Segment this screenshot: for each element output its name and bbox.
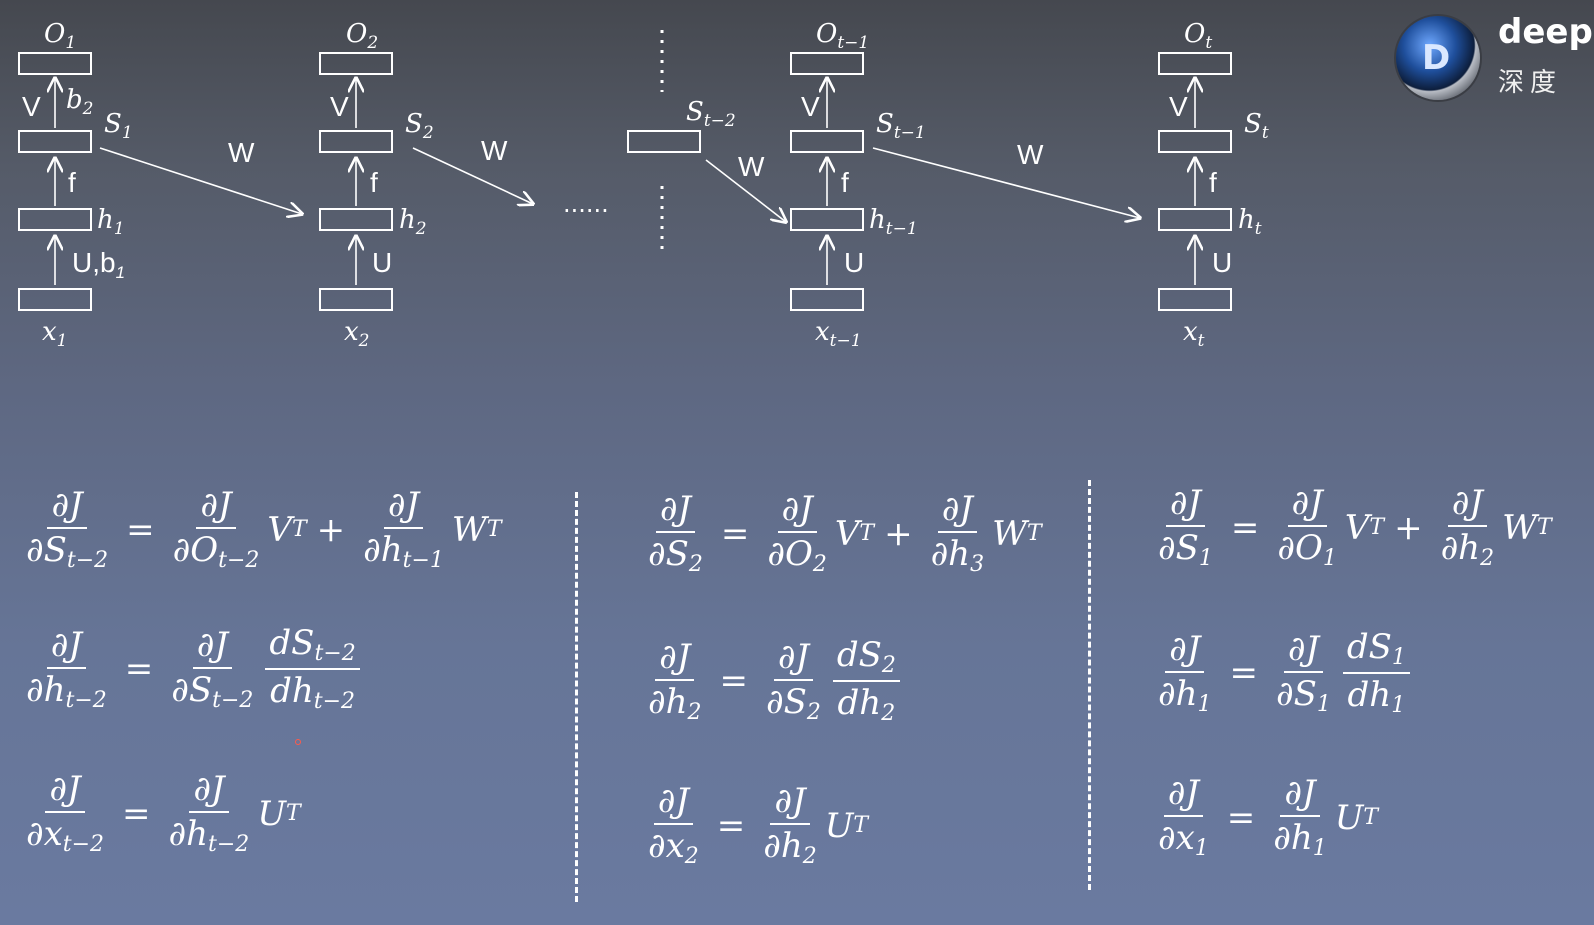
h-t-box	[1158, 208, 1232, 231]
h-t-1-label: ht−1	[869, 205, 918, 239]
o1-box	[18, 52, 92, 75]
s-t-1-label: St−1	[876, 109, 926, 143]
s2-box	[319, 130, 393, 153]
x2-box	[319, 288, 393, 311]
x-t-1-label: xt−1	[815, 317, 862, 351]
f-label-2: f	[370, 167, 378, 198]
v-label-2: V	[330, 91, 349, 122]
x1-label: x1	[42, 317, 68, 351]
column-1: O1 V b2 S1 f h1 U,b1 x1	[18, 19, 133, 351]
w-arrow-1	[99, 147, 302, 214]
v-label-t: V	[1169, 91, 1188, 122]
w-label-3: W	[738, 151, 765, 182]
h2-box	[319, 208, 393, 231]
u-label-t-1: U	[844, 247, 864, 278]
u-label-t: U	[1212, 247, 1232, 278]
ellipsis: ......	[563, 190, 609, 218]
o-t-label: Ot	[1184, 19, 1212, 53]
w-label-2: W	[481, 135, 508, 166]
f-label-t: f	[1209, 167, 1217, 198]
logo-icon: D	[1396, 16, 1480, 100]
h-t-label: ht	[1238, 205, 1262, 239]
column-2: O2 V S2 f h2 U x2	[319, 19, 434, 351]
h-t-1-box	[790, 208, 864, 231]
f-label: f	[68, 167, 76, 198]
s-t-box	[1158, 130, 1232, 153]
u-label-2: U	[372, 247, 392, 278]
o-t-1-box	[790, 52, 864, 75]
s1-box	[18, 130, 92, 153]
x-t-box	[1158, 288, 1232, 311]
column-t: Ot V St f ht U xt	[1158, 19, 1269, 351]
w-arrow-3	[705, 159, 786, 222]
s2-label: S2	[405, 109, 434, 143]
x-t-label: xt	[1183, 317, 1205, 351]
x1-box	[18, 288, 92, 311]
s-t-2-label: St−2	[686, 97, 736, 131]
brand-text: deep	[1498, 12, 1593, 52]
o2-label: O2	[346, 19, 378, 53]
w-label-1: W	[228, 137, 255, 168]
s-t-label: St	[1244, 109, 1269, 143]
dashed-separator-2	[1088, 480, 1091, 890]
w-label-4: W	[1017, 139, 1044, 170]
w-arrow-2	[412, 147, 533, 204]
h1-box	[18, 208, 92, 231]
w-arrow-4	[872, 147, 1140, 218]
o2-box	[319, 52, 393, 75]
h1-label: h1	[97, 205, 125, 239]
brand-cn-text: 深度	[1498, 68, 1563, 98]
v-label-t-1: V	[801, 91, 820, 122]
rnn-unrolled-diagram: O1 V b2 S1 f h1 U,b1 x1 W O2 V S2 f h2 U…	[18, 19, 1269, 351]
h2-label: h2	[399, 205, 427, 239]
s1-label: S1	[104, 109, 133, 143]
v-label: V	[22, 91, 41, 122]
x-t-1-box	[790, 288, 864, 311]
s-t-1-box	[790, 130, 864, 153]
b2-label: b2	[66, 85, 93, 119]
o-t-box	[1158, 52, 1232, 75]
ub1-label: U,b1	[72, 247, 125, 282]
dashed-separator-1	[575, 492, 578, 902]
o1-label: O1	[44, 19, 76, 53]
s-t-2-box	[627, 130, 701, 153]
x2-label: x2	[344, 317, 370, 351]
cursor-marker	[295, 739, 301, 745]
o-t-1-label: Ot−1	[816, 19, 869, 53]
column-t-1: Ot−1 V St−1 f ht−1 U xt−1	[790, 19, 926, 351]
f-label-t-1: f	[841, 167, 849, 198]
